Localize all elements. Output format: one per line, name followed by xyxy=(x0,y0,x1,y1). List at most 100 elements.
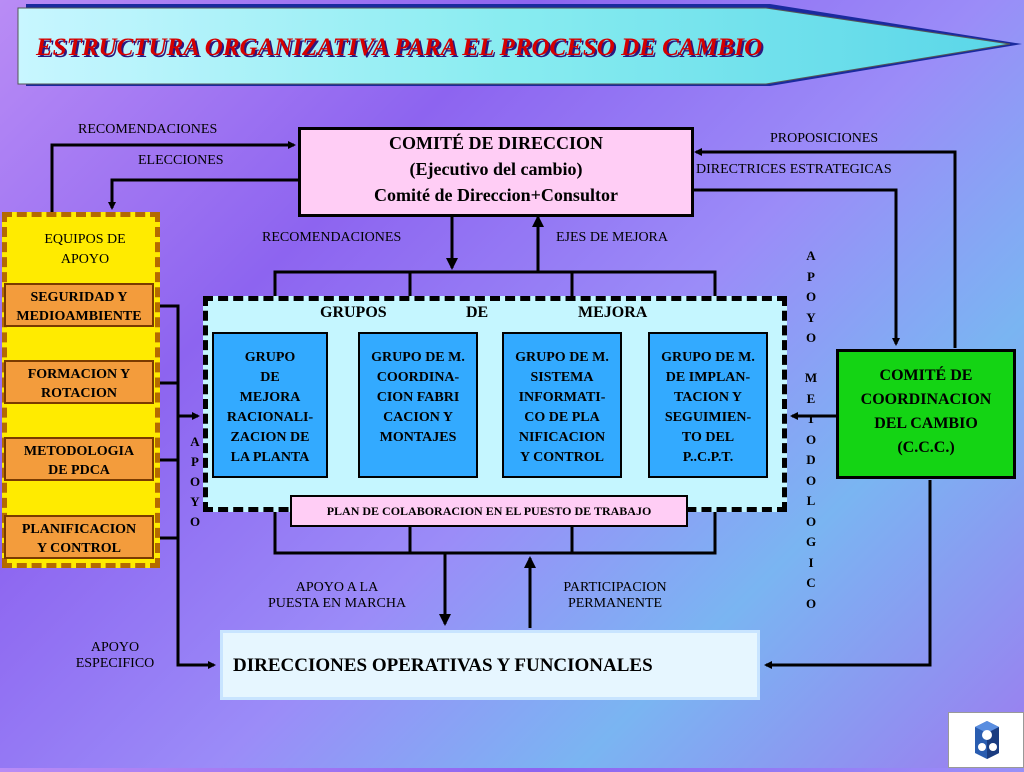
page-title: ESTRUCTURA ORGANIZATIVA PARA EL PROCESO … xyxy=(36,34,763,61)
label-apoyo-especifico-line2: ESPECIFICO xyxy=(75,656,155,671)
ccc-line: (C.C.C.) xyxy=(897,439,955,456)
vertical-letter: O xyxy=(189,514,201,529)
label-participacion-line2: PERMANENTE xyxy=(567,596,663,611)
grupo-line: DE xyxy=(260,370,280,385)
ccc-line: DEL CAMBIO xyxy=(874,415,978,432)
cc-logo-icon xyxy=(975,721,999,759)
title-banner xyxy=(17,4,1022,86)
grupo-line: GRUPO DE M. xyxy=(371,350,465,365)
grupo-line: SEGUIMIEN- xyxy=(664,410,752,425)
grupo-line: DE IMPLAN- xyxy=(665,370,751,385)
comite-direccion-box: COMITÉ DE DIRECCION (Ejecutivo del cambi… xyxy=(298,127,694,217)
vertical-letter: I xyxy=(808,554,814,570)
grupo-line: SISTEMA xyxy=(530,370,594,385)
equipo-label-line2: MEDIOAMBIENTE xyxy=(16,309,142,324)
label-apoyo-especifico-line1: APOYO xyxy=(90,640,140,655)
vertical-letter: Y xyxy=(806,309,816,325)
vertical-letter: L xyxy=(806,493,816,508)
grupo-line: GRUPO DE M. xyxy=(661,350,755,365)
vertical-letter: T xyxy=(806,411,816,426)
grupo-line: TACION Y xyxy=(673,390,743,405)
equipo-planificacion-control: PLANIFICACION Y CONTROL xyxy=(4,515,154,559)
vertical-letter: D xyxy=(806,452,816,467)
grupo-line: TO DEL xyxy=(681,430,735,445)
equipo-label-line2: Y CONTROL xyxy=(37,541,121,556)
equipos-apoyo-title-line2: APOYO xyxy=(60,252,110,267)
vertical-letter: O xyxy=(805,513,817,529)
grupo-line: LA PLANTA xyxy=(230,450,310,465)
grupos-header-word3: MEJORA xyxy=(578,304,648,321)
label-recomendaciones-top: RECOMENDACIONES xyxy=(78,122,218,137)
grupo-line: INFORMATI- xyxy=(518,390,606,405)
metodologico-vertical: M E T O D O L O G I C O xyxy=(802,368,820,614)
grupo-line: CACION Y xyxy=(383,410,453,425)
vertical-letter: O xyxy=(805,431,817,447)
vertical-letter: M xyxy=(804,370,818,385)
equipo-label-line1: SEGURIDAD Y xyxy=(30,290,128,305)
label-apoyo-puesta-line2: PUESTA EN MARCHA xyxy=(267,596,407,611)
vertical-letter: O xyxy=(805,289,817,304)
label-apoyo-especifico: APOYO ESPECIFICO xyxy=(60,640,170,672)
vertical-letter: E xyxy=(806,390,816,406)
equipo-formacion-rotacion: FORMACION Y ROTACION xyxy=(4,360,154,404)
comite-coordinacion-cambio-box: COMITÉ DE COORDINACION DEL CAMBIO (C.C.C… xyxy=(836,349,1016,479)
direcciones-operativas-box: DIRECCIONES OPERATIVAS Y FUNCIONALES xyxy=(220,630,760,700)
apoyo-vertical-left: A P O Y O xyxy=(186,432,204,532)
equipo-label-line2: DE PDCA xyxy=(48,463,110,478)
grupo-line: CION FABRI xyxy=(376,390,460,405)
equipo-label-line2: ROTACION xyxy=(41,386,117,401)
vertical-letter: A xyxy=(806,248,816,263)
grupo-mejora-implantacion: GRUPO DE M. DE IMPLAN- TACION Y SEGUIMIE… xyxy=(648,332,768,478)
grupo-line: Y CONTROL xyxy=(520,450,604,465)
equipo-label-line1: METODOLOGIA xyxy=(23,444,135,459)
grupo-line: P..C.P.T. xyxy=(682,450,734,465)
ccc-line: COORDINACION xyxy=(860,391,992,408)
equipo-label-line1: FORMACION Y xyxy=(27,367,131,382)
equipos-apoyo-title: EQUIPOS DE APOYO xyxy=(20,230,150,270)
vertical-letter: O xyxy=(805,472,817,488)
grupo-line: ZACION DE xyxy=(230,430,310,445)
comite-direccion-subtitle: (Ejecutivo del cambio) xyxy=(409,159,583,179)
grupo-line: GRUPO xyxy=(244,350,296,365)
grupo-mejora-sistema-informatico: GRUPO DE M. SISTEMA INFORMATI- CO DE PLA… xyxy=(502,332,622,478)
equipo-metodologia-pdca: METODOLOGIA DE PDCA xyxy=(4,437,154,481)
apoyo-vertical-right: A P O Y O xyxy=(802,246,820,349)
ccc-line: COMITÉ DE xyxy=(879,367,973,384)
label-apoyo-puesta: APOYO A LA PUESTA EN MARCHA xyxy=(252,580,422,612)
vertical-letter: O xyxy=(805,330,817,345)
grupo-mejora-coordinacion: GRUPO DE M. COORDINA- CION FABRI CACION … xyxy=(358,332,478,478)
grupo-line: CO DE PLA xyxy=(524,410,600,425)
label-elecciones: ELECCIONES xyxy=(138,153,224,168)
vertical-letter: C xyxy=(806,575,816,590)
label-recomendaciones-mid: RECOMENDACIONES xyxy=(262,230,402,245)
vertical-letter: P xyxy=(807,268,815,284)
vertical-letter: O xyxy=(189,474,201,489)
vertical-letter: A xyxy=(190,434,200,449)
label-ejes-mejora: EJES DE MEJORA xyxy=(556,230,669,245)
equipo-seguridad-medioambiente: SEGURIDAD Y MEDIOAMBIENTE xyxy=(4,283,154,327)
equipos-apoyo-title-line1: EQUIPOS DE xyxy=(44,232,126,247)
vertical-letter: G xyxy=(805,534,817,549)
label-proposiciones: PROPOSICIONES xyxy=(770,131,879,146)
vertical-letter: P xyxy=(191,454,199,469)
plan-colaboracion-box: PLAN DE COLABORACION EN EL PUESTO DE TRA… xyxy=(290,495,688,527)
cc-logo xyxy=(948,712,1024,768)
grupos-header-word2: DE xyxy=(466,304,489,321)
grupo-line: COORDINA- xyxy=(376,370,460,385)
vertical-letter: Y xyxy=(190,494,200,509)
comite-direccion-title: COMITÉ DE DIRECCION xyxy=(388,133,604,153)
grupo-mejora-racionalizacion: GRUPO DE MEJORA RACIONALI- ZACION DE LA … xyxy=(212,332,328,478)
equipo-label-line1: PLANIFICACION xyxy=(21,522,137,537)
grupo-line: MONTAJES xyxy=(379,430,457,445)
vertical-letter: O xyxy=(805,595,817,611)
label-participacion-line1: PARTICIPACION xyxy=(563,580,667,595)
label-directrices: DIRECTRICES ESTRATEGICAS xyxy=(696,162,892,177)
label-participacion: PARTICIPACION PERMANENTE xyxy=(540,580,690,612)
grupo-line: GRUPO DE M. xyxy=(515,350,609,365)
comite-direccion-members: Comité de Direccion+Consultor xyxy=(374,185,618,205)
grupos-header-word1: GRUPOS xyxy=(320,304,387,321)
grupo-line: NIFICACION xyxy=(518,430,606,445)
grupo-line: RACIONALI- xyxy=(226,410,314,425)
grupo-line: MEJORA xyxy=(239,390,301,405)
